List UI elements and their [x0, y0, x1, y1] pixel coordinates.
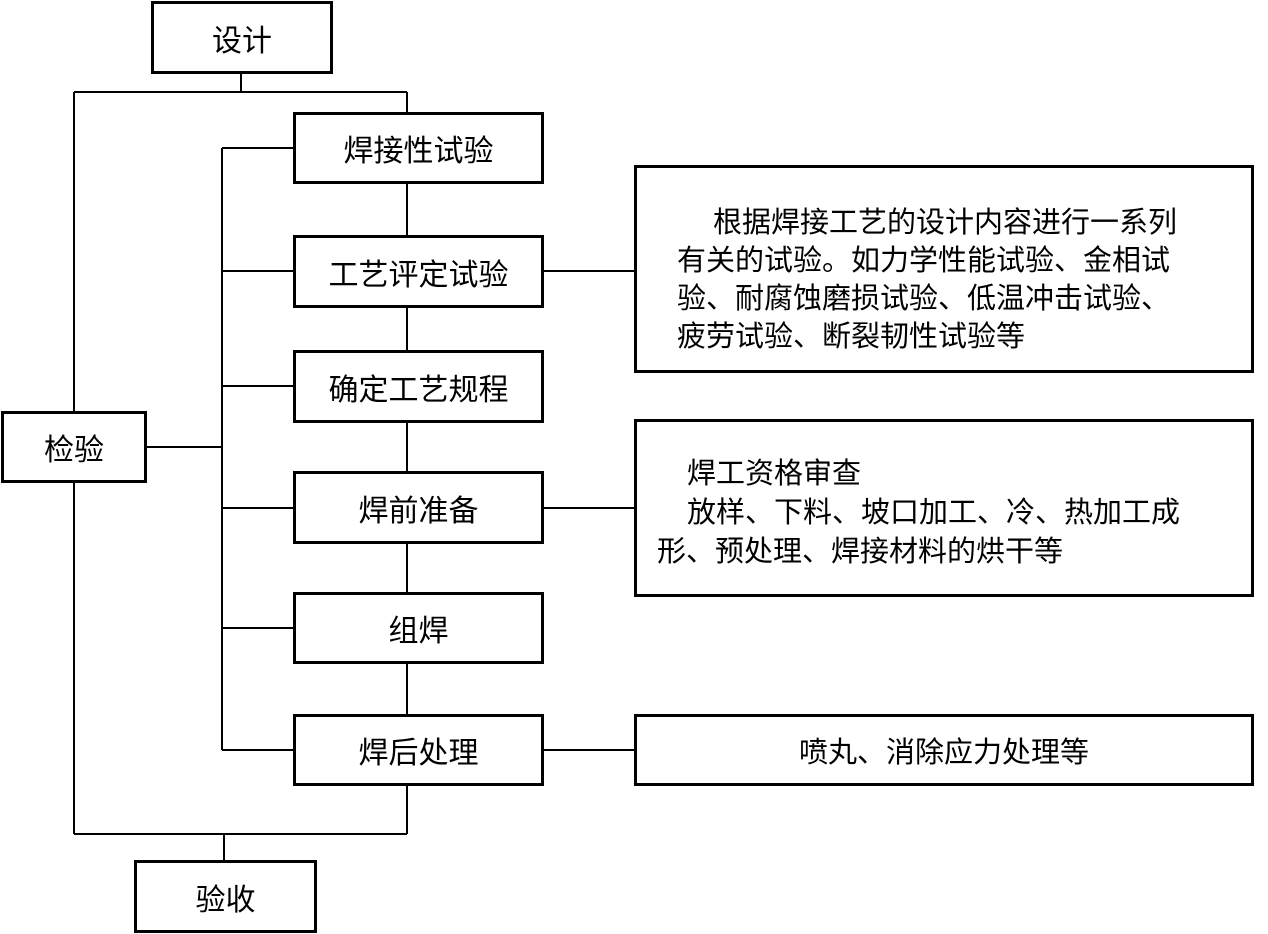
- note-post-weld-treatment: 喷丸、消除应力处理等: [634, 714, 1254, 786]
- step-procedure-specification: 确定工艺规程: [293, 350, 544, 423]
- step-weldability-test: 焊接性试验: [293, 112, 544, 184]
- note-line: 验、耐腐蚀磨损试验、低温冲击试验、: [677, 281, 1171, 315]
- design-box: 设计: [151, 1, 333, 74]
- note-line: 有关的试验。如力学性能试验、金相试: [677, 243, 1171, 277]
- step-pre-weld-preparation: 焊前准备: [293, 471, 544, 544]
- note-line: 形、预处理、焊接材料的烘干等: [657, 534, 1064, 568]
- note-line: 焊工资格审查: [687, 456, 862, 490]
- note-text: 喷丸、消除应力处理等: [798, 735, 1089, 769]
- step-label: 焊接性试验: [343, 134, 494, 169]
- design-label: 设计: [212, 23, 272, 59]
- inspection-label: 检验: [44, 433, 104, 468]
- step-label: 工艺评定试验: [328, 257, 509, 293]
- note-procedure-qualification: 根据焊接工艺的设计内容进行一系列 有关的试验。如力学性能试验、金相试 验、耐腐蚀…: [634, 165, 1254, 373]
- note-line: 放样、下料、坡口加工、冷、热加工成: [687, 495, 1181, 529]
- note-line: 根据焊接工艺的设计内容进行一系列: [713, 205, 1178, 239]
- step-label: 焊后处理: [358, 736, 479, 771]
- step-label: 焊前准备: [358, 493, 479, 529]
- acceptance-label: 验收: [195, 882, 256, 918]
- acceptance-box: 验收: [134, 860, 317, 933]
- step-post-weld-treatment: 焊后处理: [293, 714, 544, 786]
- step-label: 组焊: [388, 614, 449, 649]
- step-label: 确定工艺规程: [328, 372, 509, 408]
- step-procedure-qualification: 工艺评定试验: [293, 235, 544, 308]
- inspection-box: 检验: [1, 411, 147, 483]
- note-line: 疲劳试验、断裂韧性试验等: [677, 319, 1026, 353]
- step-assembly-welding: 组焊: [293, 592, 544, 664]
- note-pre-weld-preparation: 焊工资格审查 放样、下料、坡口加工、冷、热加工成 形、预处理、焊接材料的烘干等: [634, 419, 1254, 597]
